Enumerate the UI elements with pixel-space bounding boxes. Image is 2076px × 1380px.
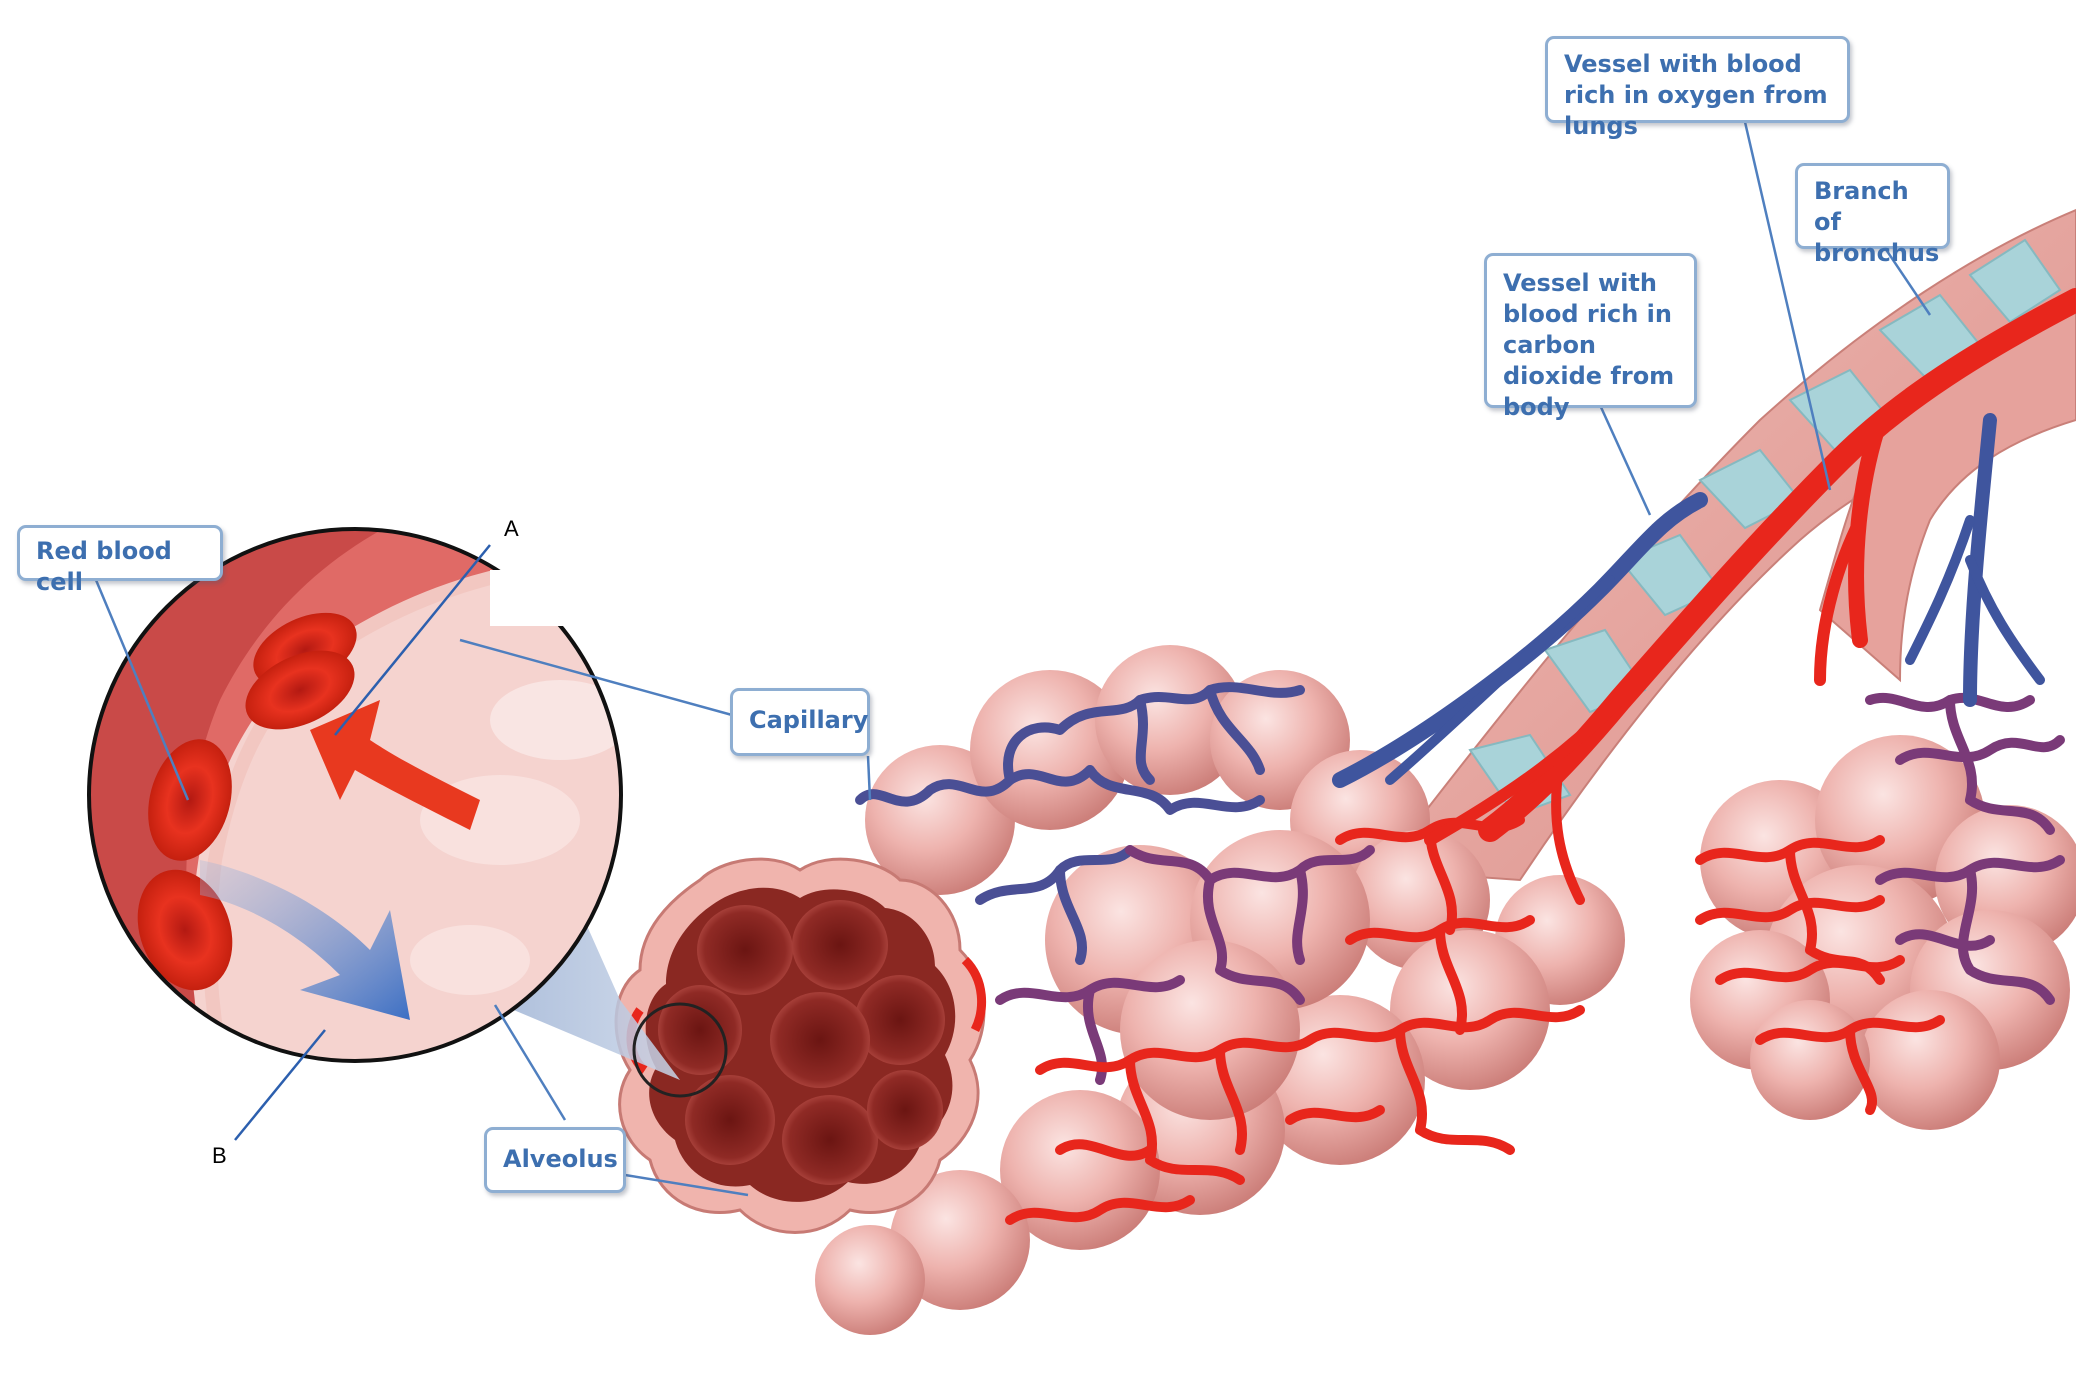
marker-b: B bbox=[212, 1143, 227, 1168]
marker-lines bbox=[234, 544, 491, 1141]
capillary-network-mixed bbox=[995, 692, 2065, 1085]
label-vessel-co2: Vessel with blood rich in carbon dioxide… bbox=[1484, 253, 1697, 421]
magnified-region-marker bbox=[632, 1002, 728, 1098]
label-alveolus-text: Alveolus bbox=[503, 1145, 618, 1173]
label-vessel-oxygen: Vessel with blood rich in oxygen from lu… bbox=[1545, 36, 1850, 140]
red-blood-cells bbox=[137, 612, 357, 991]
label-vessel-co2-text: Vessel with blood rich in carbon dioxide… bbox=[1503, 269, 1675, 421]
label-cover-patch bbox=[490, 570, 575, 626]
label-vessel-oxygen-text: Vessel with blood rich in oxygen from lu… bbox=[1564, 50, 1828, 140]
leader-lines bbox=[94, 121, 1932, 1197]
label-red-blood-cell: Red blood cell bbox=[17, 525, 223, 596]
label-capillary: Capillary bbox=[730, 688, 870, 756]
oxygenated-vessel bbox=[1424, 288, 2076, 905]
alveolar-sac-cluster-right bbox=[1690, 735, 2076, 1130]
capillary-network-deoxygenated bbox=[855, 682, 1305, 965]
alveolus-cross-section bbox=[614, 857, 987, 1234]
label-branch-bronchus: Branch of bronchus bbox=[1795, 163, 1950, 267]
marker-a: A bbox=[504, 516, 519, 541]
oxygen-diffusion-arrow bbox=[310, 700, 480, 830]
label-branch-bronchus-text: Branch of bronchus bbox=[1814, 177, 1940, 267]
label-red-blood-cell-text: Red blood cell bbox=[36, 537, 172, 596]
deoxygenated-vessel bbox=[1332, 413, 2045, 788]
label-capillary-text: Capillary bbox=[749, 706, 869, 734]
carbon-dioxide-diffusion-arrow bbox=[200, 860, 410, 1020]
label-alveolus: Alveolus bbox=[484, 1127, 626, 1193]
alveolar-sac-cluster bbox=[815, 645, 1625, 1335]
